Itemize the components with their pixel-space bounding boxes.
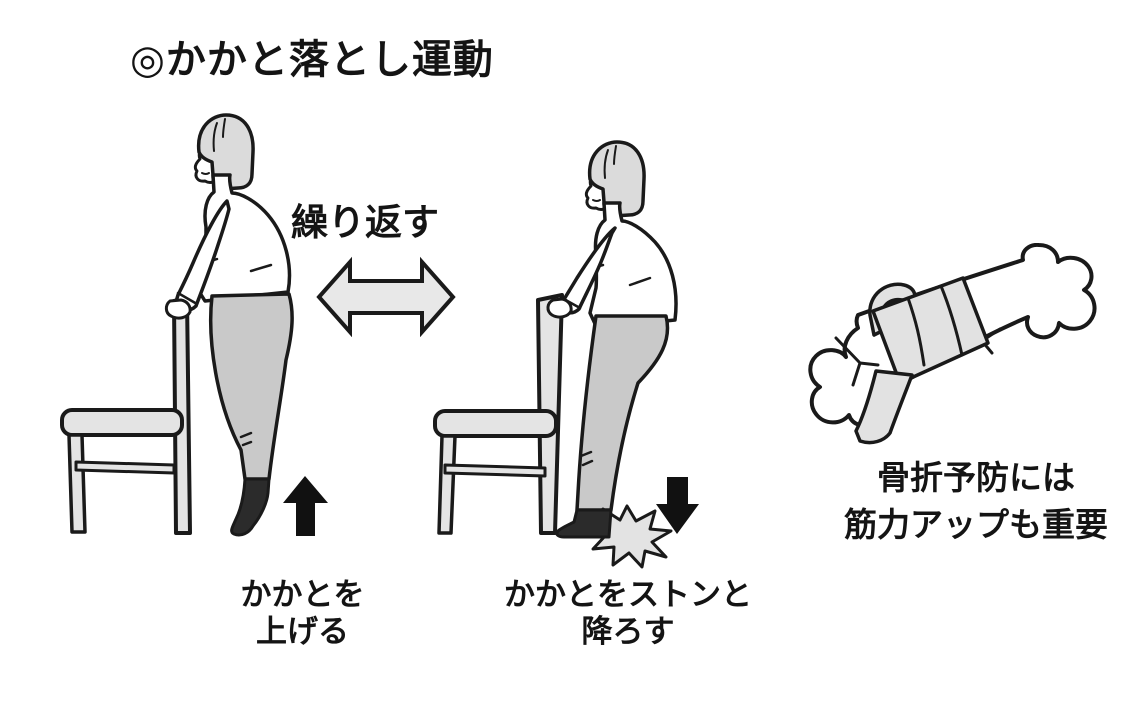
caption-heels-down: かかとをストンと 降ろす xyxy=(462,577,794,651)
down-arrow-icon xyxy=(656,477,699,534)
caption-line: かかとをストンと xyxy=(504,577,752,613)
chair-icon xyxy=(433,293,564,535)
repeat-arrow xyxy=(312,255,460,337)
flat-foot xyxy=(555,508,613,539)
exercise-step-heels-up xyxy=(55,105,340,555)
bandage-wrap xyxy=(854,276,990,445)
woman-figure xyxy=(164,113,294,537)
caption-heels-up: かかとを 上げる xyxy=(180,577,425,651)
caption-line: 筋力アップも重要 xyxy=(844,504,1108,544)
up-arrow-icon xyxy=(283,476,328,536)
caption-line: 上げる xyxy=(256,614,349,651)
hand xyxy=(546,297,573,319)
repeat-label: 繰り返す xyxy=(291,201,439,244)
caption-line: 骨折予防には xyxy=(877,458,1075,497)
chair-icon xyxy=(60,296,192,535)
caption-line: かかとを xyxy=(240,577,365,613)
double-horizontal-arrow-icon xyxy=(316,256,456,337)
caption-bone-note: 骨折予防には 筋力アップも重要 xyxy=(810,455,1140,549)
woman-heels-dropped-figure xyxy=(433,140,699,569)
bandaged-bone-icon xyxy=(808,243,1097,445)
hand xyxy=(164,298,192,320)
bandaged-bone-illustration xyxy=(778,243,1113,458)
tiptoe-foot xyxy=(230,477,271,537)
exercise-step-heels-down xyxy=(425,138,720,570)
caption-line: 降ろす xyxy=(581,614,675,651)
woman-figure xyxy=(546,140,678,569)
woman-heels-raised-figure xyxy=(60,113,328,537)
page-title: ◎かかと落とし運動 xyxy=(130,37,494,83)
